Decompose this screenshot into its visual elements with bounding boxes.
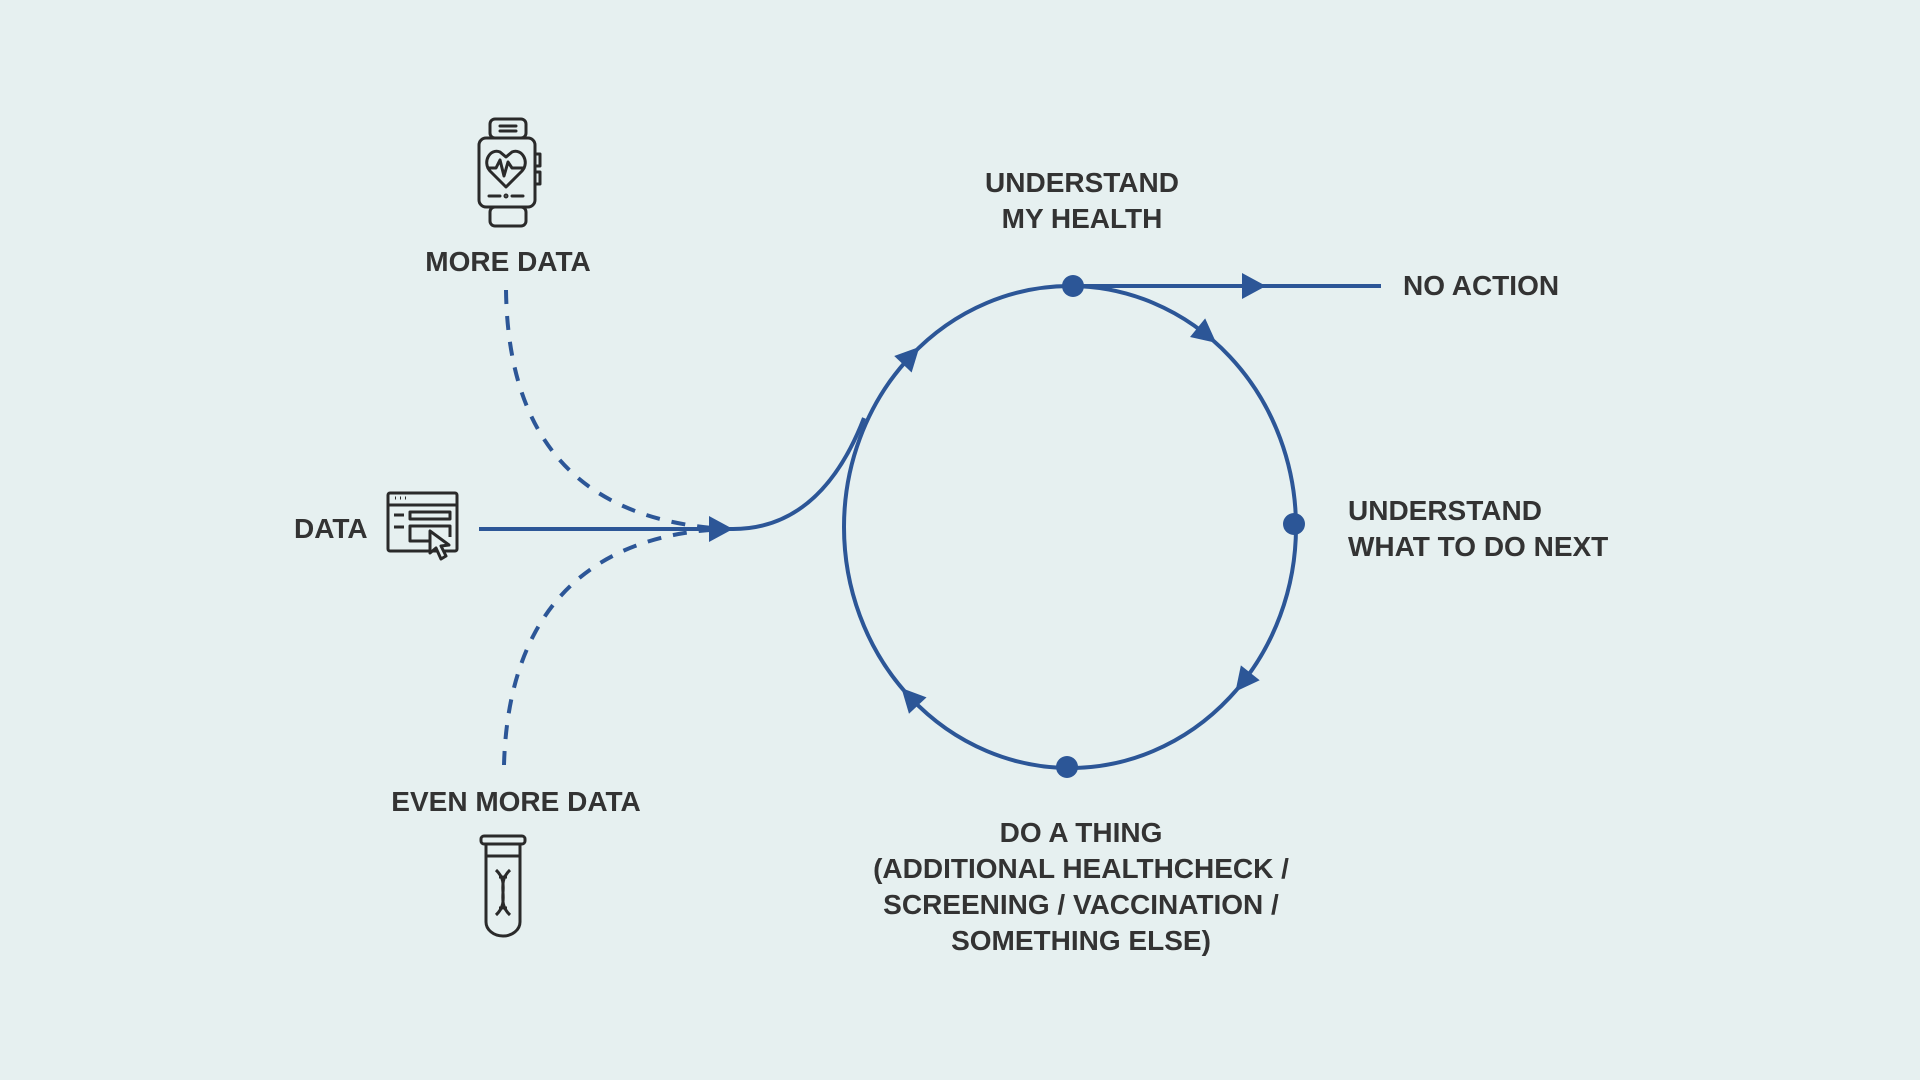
label-line: UNDERSTAND [1348,495,1542,526]
label-line: MY HEALTH [1001,203,1163,234]
more-data-dashed-connector [504,289,726,531]
cycle-arrowhead [901,687,927,714]
data-label: DATA [294,513,368,544]
label-line: DO A THING [999,817,1163,848]
label-line: SOMETHING ELSE) [951,925,1211,956]
smartwatch-heart-icon [477,117,542,228]
test-tube-dna-icon [479,834,527,938]
even-more-data-dashed-connector [502,527,726,766]
no-action-label: NO ACTION [1403,270,1560,301]
browser-window-cursor-icon [386,491,459,561]
do-thing-label: DO A THING (ADDITIONAL HEALTHCHECK / SCR… [873,815,1289,959]
label-line: (ADDITIONAL HEALTHCHECK / [873,853,1289,884]
label-line: UNDERSTAND [985,167,1179,198]
label-line: SCREENING / VACCINATION / [883,889,1279,920]
node-do-thing [1056,756,1078,778]
more-data-label: MORE DATA [425,246,591,277]
entry-curve [732,417,866,531]
even-more-data-label: EVEN MORE DATA [391,786,641,817]
data-arrowhead [709,516,733,542]
node-what-next [1283,513,1305,535]
no-action-arrowhead [1242,273,1266,299]
cycle-arrowhead [1190,318,1217,343]
cycle-arrowhead [1235,665,1260,692]
node-understand-health [1062,275,1084,297]
cycle-arrowhead [894,346,920,373]
what-next-label: UNDERSTAND WHAT TO DO NEXT [1348,493,1608,565]
understand-health-label: UNDERSTAND MY HEALTH [985,165,1179,237]
label-line: WHAT TO DO NEXT [1348,531,1609,562]
